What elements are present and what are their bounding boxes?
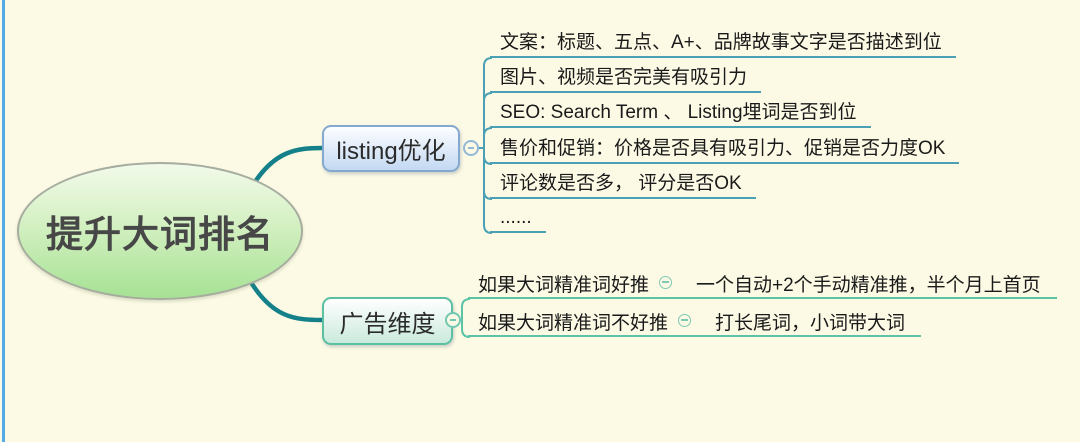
subtopic-hard-keyword[interactable]: 如果大词精准词不好推 打长尾词，小词带大词 [468, 307, 922, 337]
subsubtopic-label: 一个自动+2个手动精准推，半个月上首页 [696, 274, 1041, 296]
branch-topic-listing[interactable]: listing优化 [322, 125, 460, 172]
root-topic[interactable]: 提升大词排名 [17, 162, 303, 300]
subtopic-label: ...... [500, 207, 532, 228]
subtopic-ellipsis[interactable]: ...... [490, 205, 546, 233]
collapse-minus-icon[interactable] [659, 275, 673, 289]
subtopic-label: 售价和促销：价格是否具有吸引力、促销是否力度OK [500, 138, 946, 159]
subtopic-seo[interactable]: SEO: Search Term 、 Listing埋词是否到位 [490, 100, 871, 128]
connector-root-listing [250, 145, 325, 188]
subtopic-reviews[interactable]: 评论数是否多， 评分是否OK [490, 171, 756, 199]
root-topic-label: 提升大词排名 [46, 214, 274, 255]
subtopic-label: 文案：标题、五点、A+、品牌故事文字是否描述到位 [500, 32, 942, 53]
subtopic-price-promo[interactable]: 售价和促销：价格是否具有吸引力、促销是否力度OK [490, 136, 960, 164]
window-left-border [2, 0, 5, 442]
connector-root-ads [246, 276, 325, 323]
collapse-minus-icon[interactable] [678, 313, 692, 327]
collapse-minus-icon[interactable] [463, 140, 479, 156]
subtopic-label: 图片、视频是否完美有吸引力 [500, 67, 748, 88]
branch-topic-label: 广告维度 [339, 310, 436, 338]
branch-topic-label: listing优化 [336, 138, 446, 165]
subtopic-easy-keyword[interactable]: 如果大词精准词好推 一个自动+2个手动精准推，半个月上首页 [468, 269, 1057, 299]
subsubtopic-label: 打长尾词，小词带大词 [715, 312, 906, 334]
subtopic-copywriting[interactable]: 文案：标题、五点、A+、品牌故事文字是否描述到位 [490, 30, 956, 58]
subtopic-images-video[interactable]: 图片、视频是否完美有吸引力 [490, 65, 762, 93]
branch-topic-ads[interactable]: 广告维度 [322, 297, 453, 345]
subtopic-label: 评论数是否多， 评分是否OK [500, 173, 742, 194]
collapse-minus-icon[interactable] [445, 312, 461, 328]
subtopic-label: SEO: Search Term 、 Listing埋词是否到位 [500, 102, 857, 123]
subtopic-label: 如果大词精准词不好推 [478, 312, 669, 334]
subtopic-label: 如果大词精准词好推 [478, 274, 650, 296]
